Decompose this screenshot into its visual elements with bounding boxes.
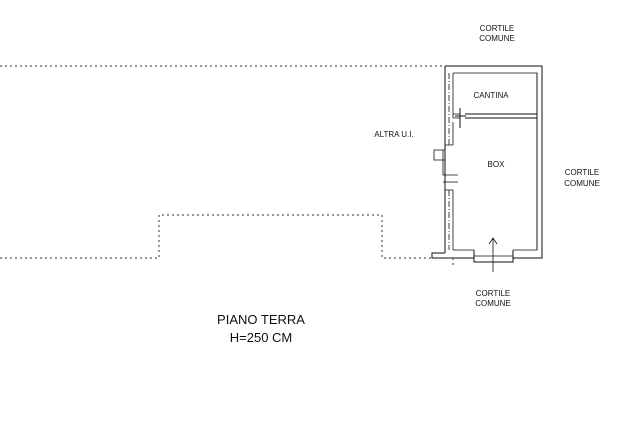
room-label-cantina: CANTINA bbox=[473, 91, 509, 100]
cortile-top-line2: COMUNE bbox=[479, 34, 515, 43]
room-label-box: BOX bbox=[488, 160, 506, 169]
cortile-right-line2: COMUNE bbox=[564, 179, 600, 188]
plan-height: H=250 CM bbox=[230, 330, 293, 345]
label-altra-ui: ALTRA U.I. bbox=[374, 130, 413, 139]
cortile-bottom-line1: CORTILE bbox=[476, 289, 511, 298]
cortile-top-line1: CORTILE bbox=[480, 24, 515, 33]
entrance-arrow-icon bbox=[488, 237, 498, 272]
plan-title: PIANO TERRA bbox=[217, 312, 305, 327]
building-walls bbox=[431, 65, 543, 268]
cortile-bottom-line2: COMUNE bbox=[475, 299, 511, 308]
adjacent-property-outline bbox=[0, 65, 445, 259]
cortile-right-line1: CORTILE bbox=[565, 168, 600, 177]
